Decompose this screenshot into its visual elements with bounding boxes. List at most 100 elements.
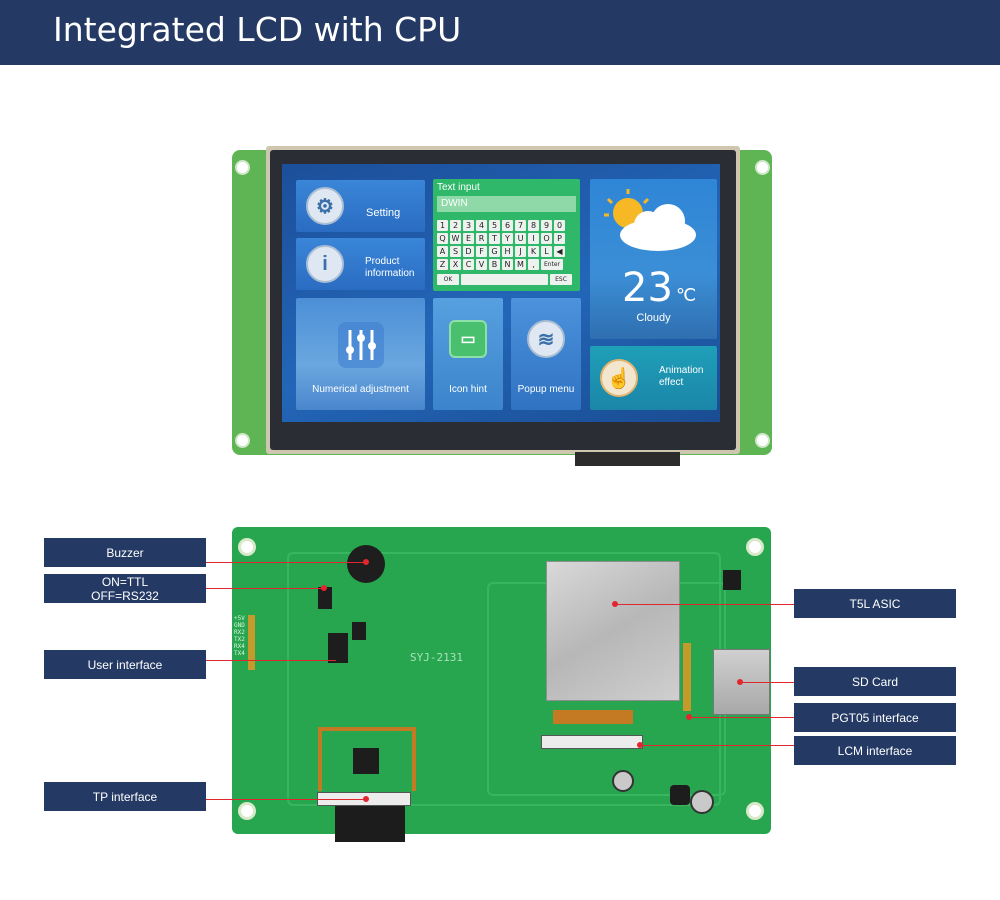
leader-pgt05 [690, 717, 794, 718]
ok-key[interactable]: OK [437, 274, 459, 285]
gear-icon: ⚙ [306, 187, 344, 225]
key[interactable]: 5 [489, 220, 500, 231]
key[interactable]: H [502, 246, 513, 257]
key[interactable]: 9 [541, 220, 552, 231]
backspace-key[interactable]: ◀ [554, 246, 565, 257]
key[interactable]: J [515, 246, 526, 257]
key[interactable]: 4 [476, 220, 487, 231]
key[interactable]: 8 [528, 220, 539, 231]
temperature-value: 23 [622, 265, 673, 311]
tp-controller-chip [353, 748, 379, 774]
callout-ttl-line2: OFF=RS232 [91, 588, 159, 603]
leader-dot [363, 796, 369, 802]
tp-flex-cable [335, 806, 405, 842]
key[interactable]: P [554, 233, 565, 244]
window-icon: ▭ [449, 320, 487, 358]
text-input-field[interactable]: DWIN [437, 196, 576, 212]
key[interactable]: F [476, 246, 487, 257]
callout-pgt05: PGT05 interface [794, 703, 956, 732]
leader-dot [321, 585, 327, 591]
key[interactable]: M [515, 259, 526, 270]
mount-hole [235, 160, 250, 175]
callout-lcm-text: LCM interface [837, 743, 913, 758]
key[interactable]: N [502, 259, 513, 270]
key[interactable]: T [489, 233, 500, 244]
keyboard-row-zxcv: Z X C V B N M , Enter [437, 259, 563, 270]
key[interactable]: 7 [515, 220, 526, 231]
ic-chip [352, 622, 366, 640]
leader-ttl [206, 588, 324, 589]
key[interactable]: V [476, 259, 487, 270]
leader-dot [612, 601, 618, 607]
callout-pgt05-text: PGT05 interface [831, 710, 919, 725]
key[interactable]: X [450, 259, 461, 270]
key[interactable]: 6 [502, 220, 513, 231]
capacitor [690, 790, 714, 814]
callout-ttl: ON=TTL OFF=RS232 [44, 574, 206, 603]
leader-dot [737, 679, 743, 685]
callout-user-interface-text: User interface [87, 657, 163, 672]
callout-tp-interface-text: TP interface [92, 789, 158, 804]
leader-user-interface [206, 660, 336, 661]
info-icon: i [306, 245, 344, 283]
callout-t5l-asic-text: T5L ASIC [849, 596, 901, 611]
numerical-adjustment-tile[interactable]: Numerical adjustment [296, 298, 425, 410]
callout-lcm: LCM interface [794, 736, 956, 765]
user-interface-connector [328, 633, 348, 663]
key[interactable]: D [463, 246, 474, 257]
temperature-unit: ℃ [676, 285, 697, 305]
callout-ttl-line1: ON=TTL [101, 574, 149, 589]
key[interactable]: C [463, 259, 474, 270]
page-title: Integrated LCD with CPU [53, 10, 462, 49]
key[interactable]: 1 [437, 220, 448, 231]
lcm-connector [541, 735, 643, 749]
key[interactable]: G [489, 246, 500, 257]
key[interactable]: Z [437, 259, 448, 270]
leader-t5l-asic [615, 604, 794, 605]
key[interactable]: U [515, 233, 526, 244]
enter-key[interactable]: Enter [541, 259, 563, 270]
esc-key[interactable]: ESC [550, 274, 572, 285]
key[interactable]: Y [502, 233, 513, 244]
popup-menu-tile[interactable]: ≋ Popup menu [511, 298, 581, 410]
key[interactable]: E [463, 233, 474, 244]
key[interactable]: L [541, 246, 552, 257]
keyboard-row-bottom: OK ESC [437, 274, 572, 285]
mount-hole [235, 433, 250, 448]
callout-t5l-asic: T5L ASIC [794, 589, 956, 618]
callout-sd-card: SD Card [794, 667, 956, 696]
icon-hint-tile[interactable]: ▭ Icon hint [433, 298, 503, 410]
front-flex-cable [575, 452, 680, 466]
key[interactable]: I [528, 233, 539, 244]
mount-hole [755, 160, 770, 175]
key[interactable]: , [528, 259, 539, 270]
key[interactable]: S [450, 246, 461, 257]
mount-hole [746, 538, 764, 556]
mount-hole [746, 802, 764, 820]
leader-lcm [640, 745, 794, 746]
key[interactable]: R [476, 233, 487, 244]
key[interactable]: A [437, 246, 448, 257]
setting-tile[interactable]: ⚙ Setting [296, 180, 425, 232]
key[interactable]: B [489, 259, 500, 270]
product-label-line2: information [365, 268, 415, 279]
key[interactable]: 3 [463, 220, 474, 231]
key[interactable]: 0 [554, 220, 565, 231]
pgt05-pin-header [683, 643, 691, 711]
key[interactable]: 2 [450, 220, 461, 231]
touch-icon: ☝ [600, 359, 638, 397]
key[interactable]: K [528, 246, 539, 257]
product-info-tile[interactable]: i Product information [296, 238, 425, 290]
key[interactable]: W [450, 233, 461, 244]
weather-tile[interactable]: 23 ℃ Cloudy [590, 179, 717, 339]
text-input-keyboard[interactable]: Text input DWIN 1 2 3 4 5 6 7 8 9 0 Q W … [433, 179, 580, 291]
key[interactable]: Q [437, 233, 448, 244]
space-key[interactable] [461, 274, 548, 285]
key[interactable]: O [541, 233, 552, 244]
animation-effect-tile[interactable]: ☝ Animation effect [590, 346, 717, 410]
inductor [670, 785, 690, 805]
user-pin-header [248, 615, 255, 670]
weather-condition: Cloudy [636, 312, 671, 324]
leader-sd-card [740, 682, 794, 683]
setting-label: Setting [366, 207, 401, 219]
